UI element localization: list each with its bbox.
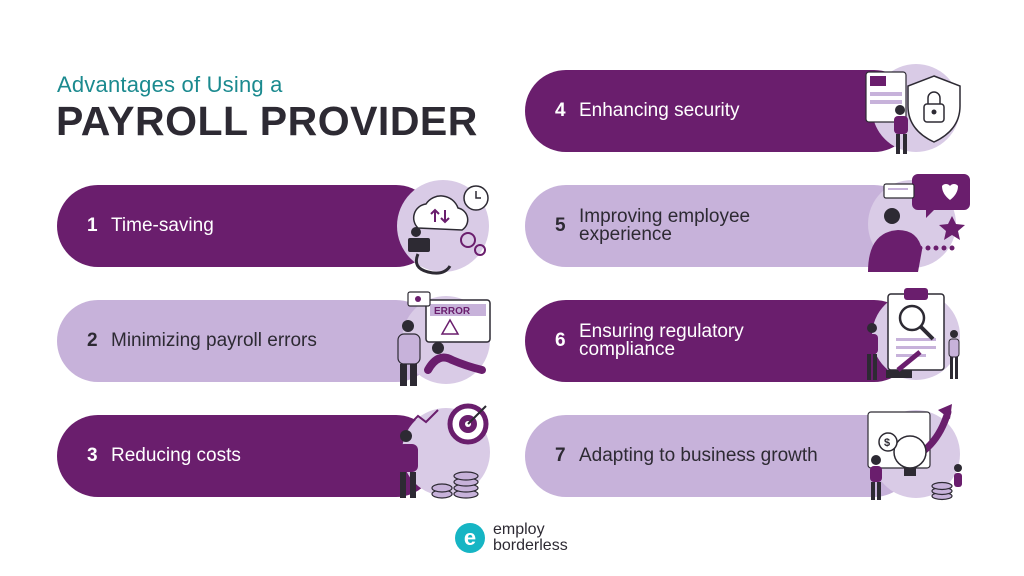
advantage-card-1: 1 Time-saving: [57, 185, 437, 267]
page-title: PAYROLL PROVIDER: [56, 98, 478, 144]
advantage-label: Enhancing security: [579, 100, 740, 121]
advantage-label: Improving employee experience: [579, 206, 751, 245]
compliance-clipboard-illustration: [866, 288, 960, 380]
payroll-error-illustration: ERROR: [397, 291, 491, 386]
logo-icon: e: [455, 523, 485, 553]
logo-line-1: employ: [493, 521, 545, 538]
logo-line-2: borderless: [493, 537, 568, 554]
advantage-number: 2: [87, 330, 98, 351]
cloud-clock-illustration: [397, 180, 489, 275]
advantage-number: 4: [555, 100, 566, 121]
advantage-number: 6: [555, 330, 566, 351]
advantage-number: 7: [555, 445, 566, 466]
advantage-number: 1: [87, 215, 98, 236]
advantage-card-7: 7 Adapting to business growth: [525, 415, 915, 497]
svg-text:$: $: [884, 437, 890, 449]
advantage-label: Minimizing payroll errors: [111, 330, 317, 351]
employee-feedback-illustration: [868, 174, 970, 272]
advantage-number: 3: [87, 445, 98, 466]
advantage-card-5: 5 Improving employee experience: [525, 185, 915, 267]
advantage-label: Adapting to business growth: [579, 445, 818, 466]
error-text: ERROR: [434, 306, 471, 317]
logo-text: employ borderless: [493, 522, 568, 554]
advantage-label: Time-saving: [111, 215, 214, 236]
subtitle: Advantages of Using a: [57, 72, 283, 97]
target-coins-illustration: [398, 403, 490, 499]
advantage-card-2: 2 Minimizing payroll errors: [57, 300, 437, 382]
security-shield-illustration: [865, 64, 961, 154]
advantage-number: 5: [555, 215, 566, 236]
employ-borderless-logo: e employ borderless: [455, 522, 568, 554]
advantage-card-6: 6 Ensuring regulatory compliance: [525, 300, 915, 382]
advantage-card-4: 4 Enhancing security: [525, 70, 915, 152]
business-growth-illustration: $: [867, 404, 962, 501]
advantage-card-3: 3 Reducing costs: [57, 415, 437, 497]
advantage-label: Ensuring regulatory compliance: [579, 321, 744, 360]
advantage-label: Reducing costs: [111, 445, 241, 466]
